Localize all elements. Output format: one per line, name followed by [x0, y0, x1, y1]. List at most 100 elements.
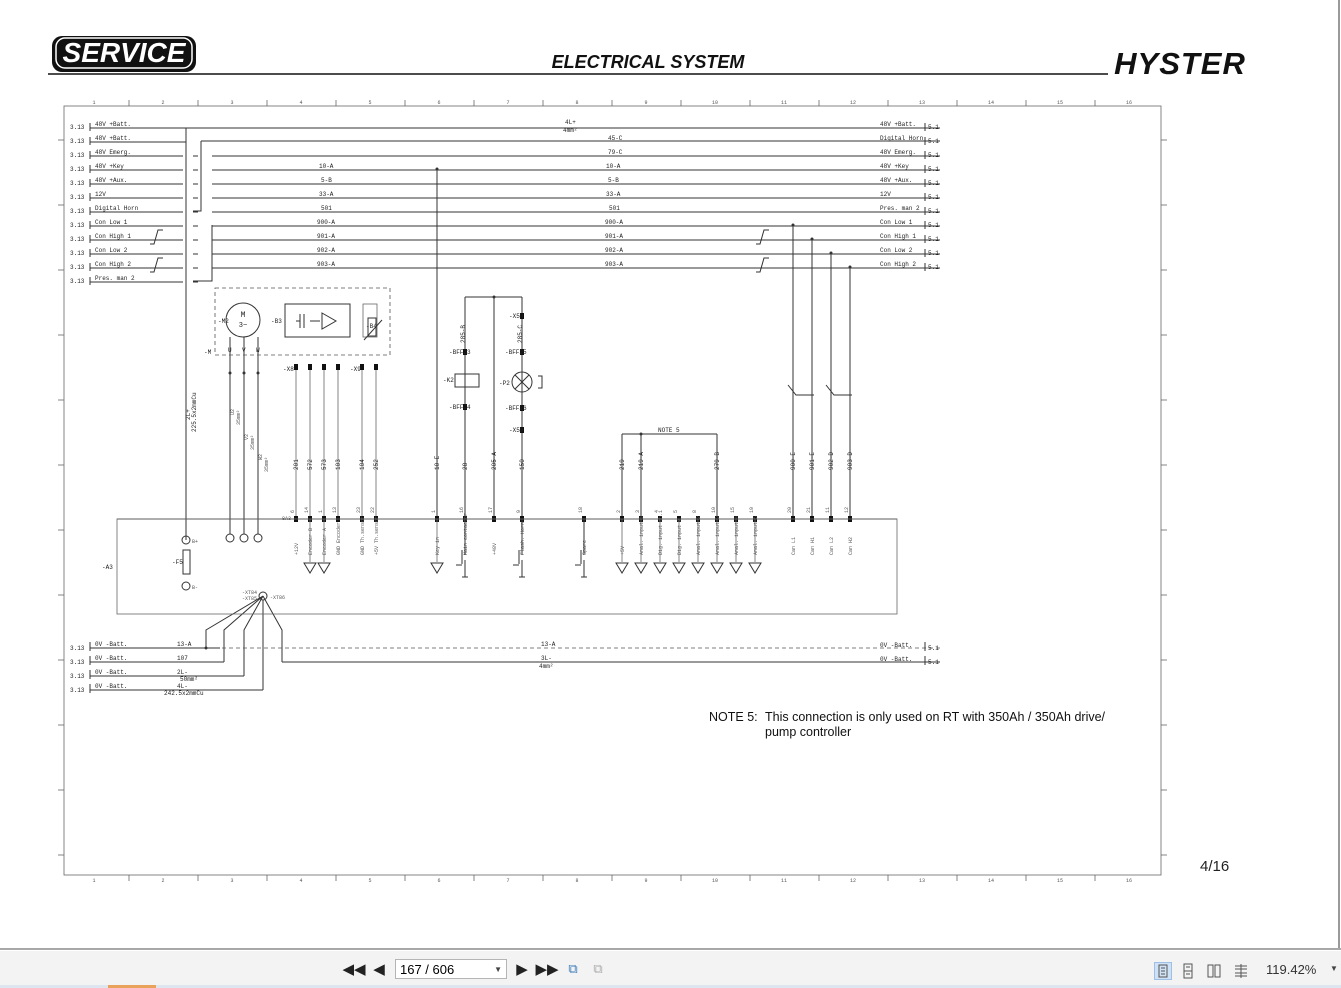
ground-stud [258, 591, 268, 601]
pin-function-label: Encoder A [322, 528, 328, 555]
bottom-row-size: 242.5x2mmCu [164, 690, 204, 697]
column-number: 13 [919, 878, 925, 884]
pin-wire-label: 573 [321, 459, 328, 470]
column-number: 12 [850, 878, 856, 884]
wire-label: 10-A [606, 163, 621, 170]
bottom-row-ref: 3.13 [70, 687, 85, 694]
encoder-b3 [284, 303, 351, 338]
column-number: 1 [92, 878, 95, 884]
pin-number: 11 [825, 507, 831, 513]
next-page-button[interactable]: ▶ [516, 961, 528, 978]
right-row-label: 48V +Key [880, 163, 909, 170]
taskbar-indicator [108, 985, 156, 988]
right-row-label: 48V Emerg. [880, 149, 916, 156]
continuous-view-icon[interactable] [1179, 962, 1197, 980]
page-number-input[interactable]: 167 / 606 ▼ [395, 959, 507, 979]
column-number: 2 [161, 878, 164, 884]
left-row-label: Pres. man 2 [95, 275, 135, 282]
column-number: 3 [230, 100, 233, 106]
bottom-row-size: 50mm² [180, 676, 198, 683]
pin-wire-label: 10-E [434, 455, 441, 470]
bottom-row-wire: 4L- [177, 683, 188, 690]
pin-function-label: GND Th.sensor [360, 516, 366, 555]
left-row-label: 48V +Batt. [95, 135, 131, 142]
column-number: 5 [368, 100, 371, 106]
bottom-row-ref: 3.13 [70, 659, 85, 666]
pin-number: 4 [654, 510, 660, 513]
chevron-down-icon[interactable]: ▼ [494, 965, 502, 974]
bottom-row-wire: 2L- [177, 669, 188, 676]
contactor-coil-k2 [454, 373, 480, 388]
column-number: 13 [919, 100, 925, 106]
note5-line1: This connection is only used on RT with … [765, 710, 1106, 724]
pin-function-label: +5V [620, 546, 626, 555]
column-number: 2 [161, 100, 164, 106]
column-number: 7 [506, 100, 509, 106]
svg-text:-M2: -M2 [218, 318, 229, 325]
last-page-button[interactable]: ▶▶ [535, 961, 559, 978]
pin-number: 6 [290, 510, 296, 513]
previous-view-icon[interactable]: ⧉ [568, 961, 578, 976]
bottom-row-label: 0V -Batt. [95, 641, 127, 648]
pin-wire-label: 900-E [790, 452, 797, 470]
left-row-label: Digital Horn [95, 205, 139, 212]
right-row-label: Con Low 2 [880, 247, 913, 254]
svg-text:285-B: 285-B [460, 325, 467, 343]
pin-function-label: +48V [492, 543, 498, 555]
ground-symbol [729, 562, 743, 574]
wire-label: 903-A [605, 261, 623, 268]
next-view-icon[interactable]: ⧉ [593, 961, 603, 976]
page-label: 4/16 [1200, 858, 1229, 875]
svg-text:-BFF25: -BFF25 [505, 349, 527, 356]
wire-label: 79-C [608, 149, 623, 156]
pin-function-label: +12V [294, 543, 300, 555]
zoom-dropdown-icon[interactable]: ▼ [1330, 964, 1338, 973]
wire-label: 5-B [608, 177, 619, 184]
single-page-view-icon[interactable] [1154, 962, 1172, 980]
svg-text:-XT85: -XT85 [242, 596, 257, 602]
right-row-ref: 5.1 [928, 166, 939, 173]
right-row-label: 48V +Batt. [880, 121, 916, 128]
column-number: 14 [988, 878, 994, 884]
pin-number: 14 [304, 507, 310, 513]
ground-symbol [615, 562, 629, 574]
horn-lamp-p2 [511, 371, 533, 393]
bottom-right-row-label: 0V -Batt. [880, 656, 912, 663]
right-row-label: Con High 2 [880, 261, 916, 268]
right-row-label: 12V [880, 191, 891, 198]
facing-view-icon[interactable] [1205, 962, 1223, 980]
left-row-ref: 3.13 [70, 222, 85, 229]
pin-function-label: Can H1 [810, 537, 816, 555]
wire-label: 4mm² [563, 127, 577, 134]
wire-label: 900-A [605, 219, 623, 226]
pin-function-label: Can L1 [791, 537, 797, 555]
pin-function-label: +5V Th.sensor [374, 516, 380, 555]
zoom-level[interactable]: 119.42% [1266, 962, 1317, 977]
right-row-ref: 5.1 [928, 236, 939, 243]
wire-label: 900-A [317, 219, 335, 226]
pin-function-label: Can L2 [829, 537, 835, 555]
bottom-row-wire: 107 [177, 655, 188, 662]
left-row-ref: 3.13 [70, 180, 85, 187]
pin-wire-label: 903-D [847, 452, 854, 470]
left-row-label: 12V [95, 191, 106, 198]
section-title: ELECTRICAL SYSTEM [552, 52, 746, 72]
right-row-ref: 5.1 [928, 250, 939, 257]
column-number: 16 [1126, 878, 1132, 884]
wire-label: 902-A [317, 247, 335, 254]
prev-page-button[interactable]: ◀ [373, 961, 385, 978]
page-number-value: 167 / 606 [400, 962, 455, 977]
motor-symbol [225, 302, 261, 338]
continuous-facing-view-icon[interactable] [1232, 962, 1250, 980]
svg-text:B+: B+ [192, 539, 198, 545]
first-page-button[interactable]: ◀◀ [342, 961, 366, 978]
column-number: 1 [92, 100, 95, 106]
pin-wire-label: 252 [373, 459, 380, 470]
ground-symbol [710, 562, 724, 574]
left-row-ref: 3.13 [70, 264, 85, 271]
column-number: 9 [644, 100, 647, 106]
wire-label: 4L+ [565, 119, 576, 126]
pin-function-label: Can H2 [848, 537, 854, 555]
wire-label: 501 [609, 205, 620, 212]
wire-label: 2L+ [185, 409, 192, 420]
